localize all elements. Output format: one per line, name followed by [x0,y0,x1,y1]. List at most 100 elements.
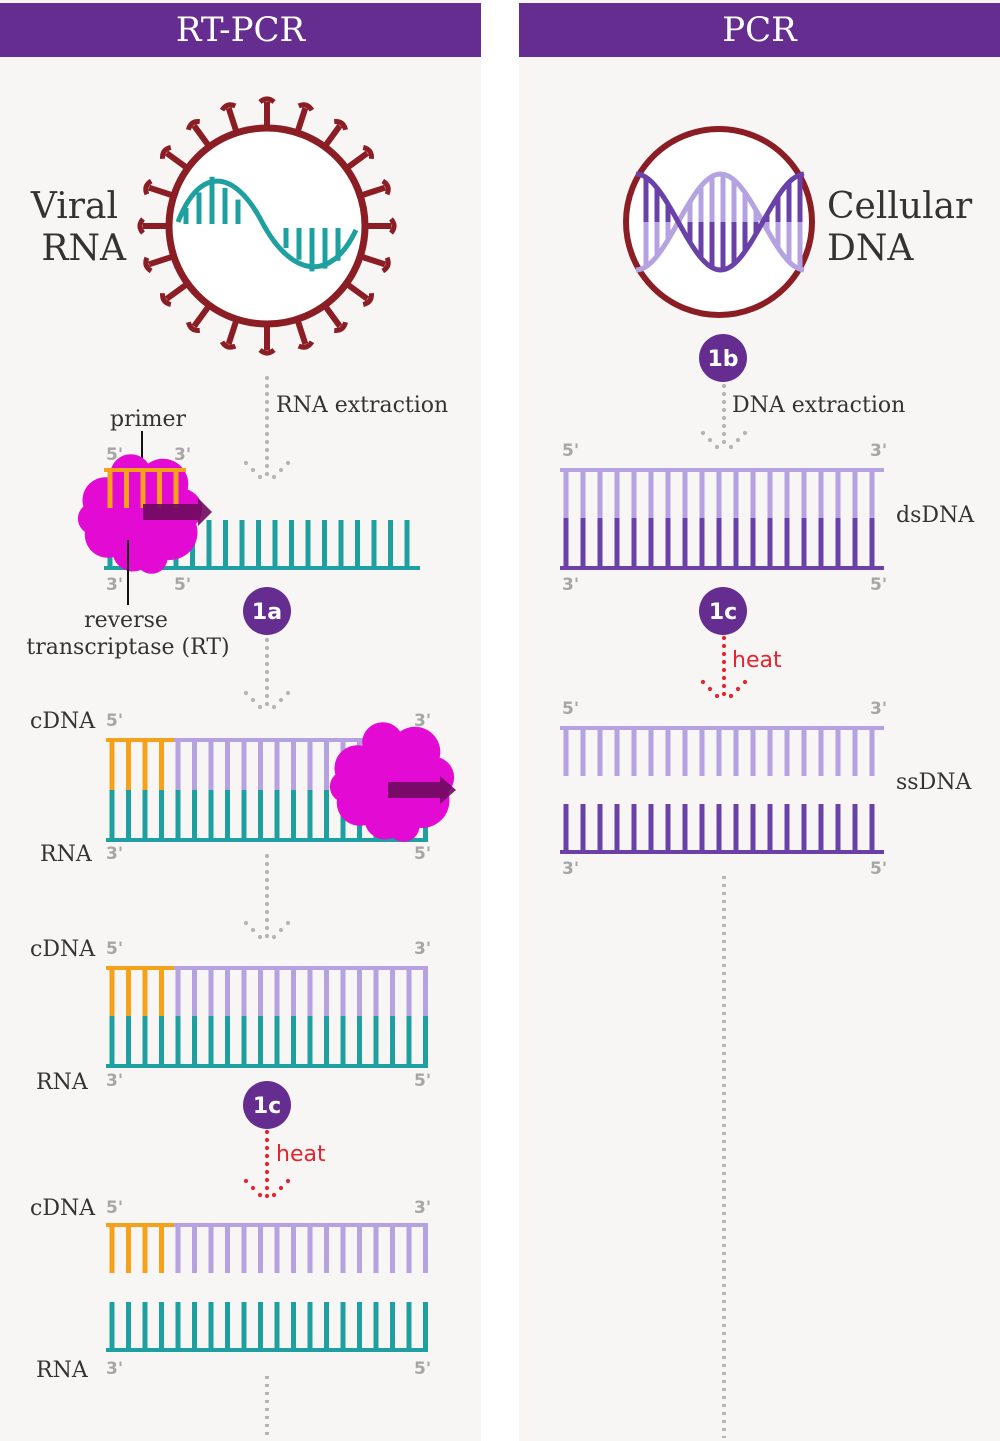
arrow-dot [250,1185,256,1191]
spike [225,318,240,345]
arrow-dot [264,407,270,413]
arrow-dot [264,893,270,899]
rna-curve [175,178,359,270]
ssdna-strands [560,726,884,854]
primer-strand [104,468,186,508]
ssdna-5-end: 5' [562,699,579,719]
arrow-dot [735,437,741,443]
dsdna-5-end: 5' [562,441,579,461]
rt-label-line1: reverse [84,608,168,633]
arrow-dot [243,1178,249,1184]
arrow-dot [271,704,277,710]
arrow-dot [264,701,270,707]
arrow-dot [728,444,734,450]
spike-head [219,340,237,350]
step-1c-label-left: 1c [253,1094,281,1119]
arrow-dot [250,927,256,933]
synthesis-complete-arrow [243,853,291,940]
arrow-dot [264,901,270,907]
rna-3-end-1: 3' [106,575,123,595]
spike-head [186,321,200,333]
spike-head [137,217,145,235]
arrow-dot [264,677,270,683]
rt-direction-arrow-2 [388,776,456,804]
rt-label-line2: transcriptase (RT) [26,635,229,660]
ssdna-5-end-b: 5' [870,859,887,879]
spike-head [381,178,391,196]
arrow-dot [721,675,727,681]
viral-rna-strand [175,176,359,272]
arrow-dot [721,659,727,665]
arrow-dot [278,1185,284,1191]
arrow-dot [264,471,270,477]
arrow-dot [264,1177,270,1183]
rna-3-end-3: 3' [106,1071,123,1091]
rna-5-end-4: 5' [414,1359,431,1379]
arrow-dot [721,651,727,657]
arrow-dot [257,934,263,940]
rt-direction-arrow [143,498,212,526]
separated-cdna-strand [106,1223,428,1273]
step-1a-arrow [243,637,291,710]
arrow-dot [264,1169,270,1175]
spike-head [143,178,153,196]
cdna-label-1: cDNA [30,709,96,734]
arrow-dot [700,679,706,685]
spike [294,107,309,134]
arrow-dot [264,1153,270,1159]
rna-3-end-2: 3' [106,844,123,864]
arrow-dot [721,643,727,649]
enzyme-lobe [77,502,111,535]
arrow-dot [264,1129,270,1135]
dna-extraction-label: DNA extraction [732,393,905,418]
arrow-dot [721,383,727,389]
arrow-dot [264,463,270,469]
arrow-dot [264,861,270,867]
rna-extraction-label: RNA extraction [276,393,448,418]
arrow-dot [243,460,249,466]
viral-label-line1: Viral [30,186,118,227]
arrow-dot [264,693,270,699]
dsdna-3-end: 3' [870,441,887,461]
cell-icon [623,126,815,318]
cellular-label-line1: Cellular [827,186,973,227]
spike-head [362,293,374,307]
arrow-dot [278,697,284,703]
spike [322,123,343,149]
cdna-3-end-3: 3' [414,1198,431,1218]
spike-head [297,102,315,112]
arrow-dot [257,704,263,710]
cdna-rna-hybrid [106,966,428,1068]
arrow-dot [264,415,270,421]
enzyme-lobe [329,770,363,803]
spike [148,184,175,199]
step-1b-label: 1b [707,347,738,372]
arrow-dot [721,667,727,673]
arrow-dot [243,690,249,696]
dna-extraction-arrow [700,383,748,450]
heat-label-left: heat [276,1142,326,1167]
ssdna-3-end-b: 3' [562,859,579,879]
arrow-dot [264,1145,270,1151]
arrow-dot [264,685,270,691]
spike-head [334,119,348,131]
arrow-dot [264,1193,270,1199]
arrow-dot [714,444,720,450]
arrow-dot [264,885,270,891]
arrow-dot [271,474,277,480]
rna-label-1: RNA [40,842,93,867]
arrow-dot [257,474,263,480]
step-1c-label-right: 1c [709,600,737,625]
step-1a-badge [243,587,291,635]
spike [322,303,343,329]
arrow-dot [264,383,270,389]
cdna-3-end-1: 3' [414,711,431,731]
arrow-dot [264,909,270,915]
cdna-label-2: cDNA [30,937,96,962]
arrow-dot [742,430,748,436]
arrow-dot [721,399,727,405]
rna-3-end-4: 3' [106,1359,123,1379]
enzyme-lobe [135,541,168,574]
arrow-dot [285,690,291,696]
